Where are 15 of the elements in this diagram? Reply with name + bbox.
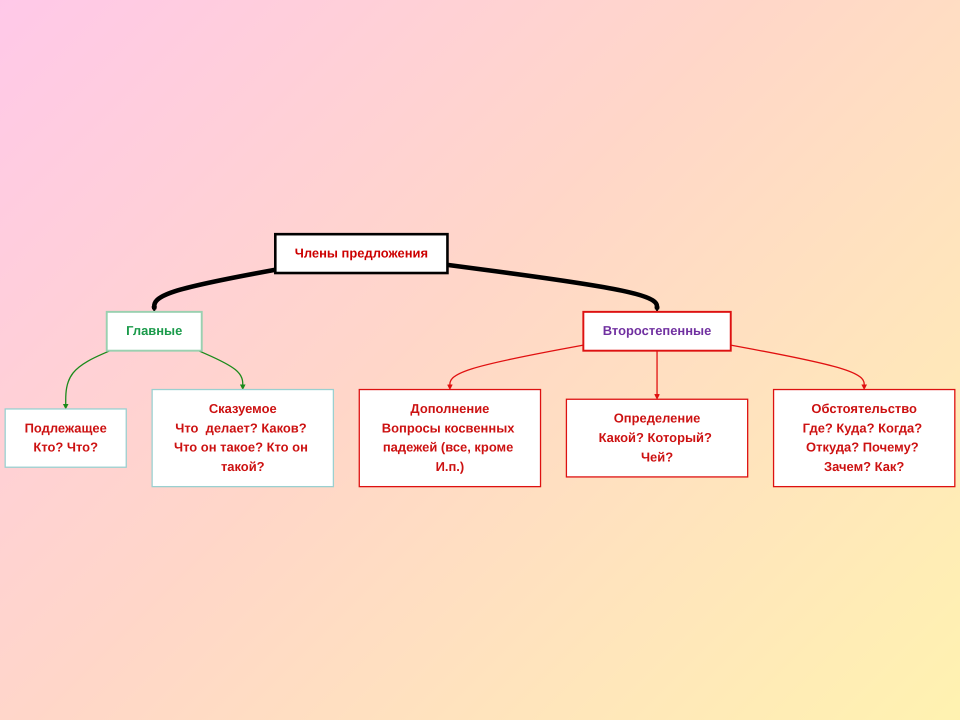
node-box: Сказуемое Что делает? Каков? Что он такое? Кто он такой? [151, 388, 334, 487]
arrow [198, 350, 246, 390]
arrow [730, 344, 868, 390]
arrow [62, 350, 110, 409]
node-box: Подлежащее Кто? Что? [4, 408, 127, 468]
arrow [447, 262, 660, 312]
arrow [447, 344, 584, 390]
arrow [151, 267, 276, 312]
node-box: Члены предложения [274, 232, 449, 274]
node-box: Дополнение Вопросы косвенных падежей (все, кроме И.п.) [358, 388, 542, 487]
node-box: Второстепенные [582, 310, 732, 352]
node-box: Главные [106, 310, 203, 352]
node-box: Определение Какой? Который? Чей? [566, 398, 748, 478]
arrow [654, 350, 660, 400]
node-box: Обстоятельство Где? Куда? Когда? Откуда? Почему? Зачем? Как? [772, 388, 956, 487]
